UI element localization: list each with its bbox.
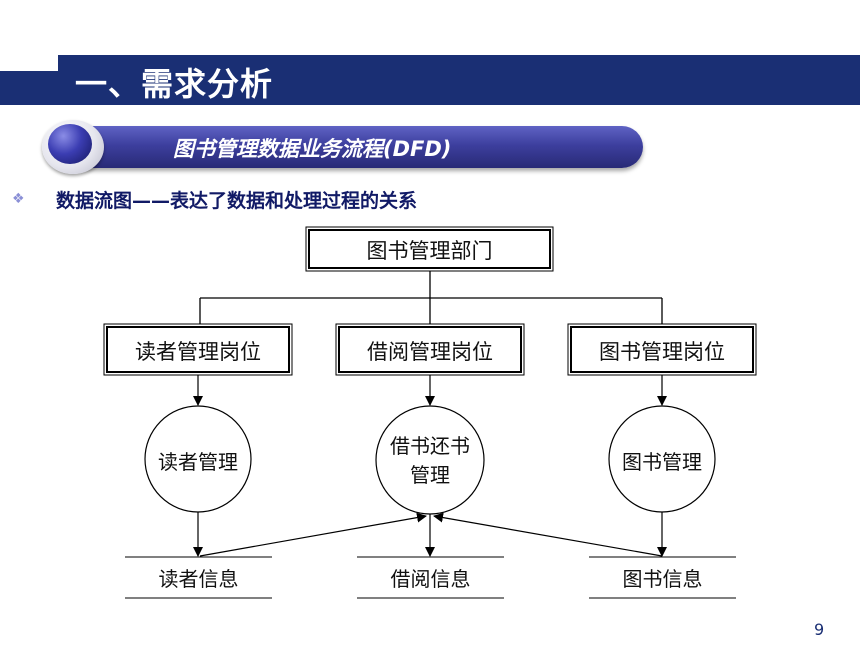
process-label-borrow-line2: 管理 <box>410 463 450 487</box>
position-label-reader: 读者管理岗位 <box>135 340 261 364</box>
slide-subtitle: 图书管理数据业务流程(DFD) <box>173 137 452 161</box>
process-label-book: 图书管理 <box>622 450 702 474</box>
department-label: 图书管理部门 <box>366 239 493 263</box>
arrow-book-store-to-borrow <box>433 512 663 557</box>
process-label-borrow-line1: 借书还书 <box>390 434 470 458</box>
banner-ball-icon <box>48 124 92 164</box>
subtitle-banner: 图书管理数据业务流程(DFD) <box>42 120 643 174</box>
arrow-reader-store-to-borrow <box>199 512 427 557</box>
position-label-book: 图书管理岗位 <box>599 340 725 364</box>
department-box <box>305 226 554 272</box>
diamond-bullet-icon: ❖ <box>12 191 25 207</box>
process-label-reader: 读者管理 <box>158 450 238 474</box>
store-label-book: 图书信息 <box>622 567 703 591</box>
org-connectors <box>199 271 663 324</box>
page-number: 9 <box>814 620 825 639</box>
banner-ball-ring-icon <box>42 120 104 174</box>
position-label-borrow: 借阅管理岗位 <box>367 340 493 364</box>
store-label-reader: 读者信息 <box>158 567 239 591</box>
slide-title: 一、需求分析 <box>75 65 274 103</box>
store-label-borrow: 借阅信息 <box>390 567 471 591</box>
title-bar-notch <box>0 55 58 71</box>
title-bar: 一、需求分析 <box>0 55 860 105</box>
bullet-text: 数据流图——表达了数据和处理过程的关系 <box>56 190 418 212</box>
position-box-book <box>567 323 757 376</box>
position-box-borrow <box>335 323 525 376</box>
